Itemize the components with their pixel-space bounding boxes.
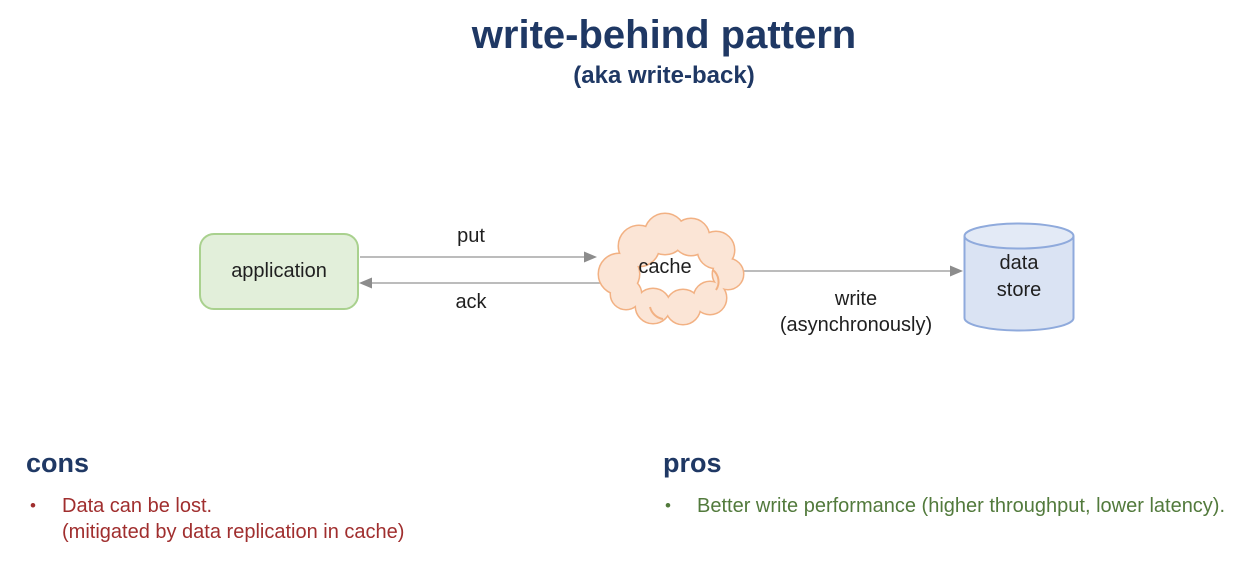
write-arrow-label: write (asynchronously): [780, 286, 932, 338]
page-subtitle: (aka write-back): [573, 62, 755, 89]
write-arrow-label-line1: write: [834, 288, 878, 310]
pros-bullet-text: Better write performance (higher through…: [697, 493, 1225, 519]
application-label: application: [231, 260, 327, 282]
put-arrow-label: put: [457, 225, 485, 247]
ack-arrow-label: ack: [455, 291, 487, 313]
cons-bullet-line1: Data can be lost.: [62, 495, 213, 517]
arrow-put: [360, 251, 597, 263]
cons-bullet-icon: •: [30, 496, 36, 515]
cache-label: cache: [638, 256, 692, 278]
arrow-write: [741, 265, 963, 277]
application-node: application: [199, 233, 359, 310]
write-arrow-label-line2: (asynchronously): [779, 314, 933, 336]
datastore-label-line1: data: [999, 252, 1039, 274]
cons-bullet-item: • Data can be lost. (mitigated by data r…: [30, 493, 404, 545]
cons-heading: cons: [26, 448, 90, 478]
page-title: write-behind pattern: [471, 13, 857, 57]
slide-header: write-behind pattern (aka write-back): [472, 12, 856, 90]
pros-bullet-icon: •: [665, 496, 671, 515]
pros-bullet-line1: Better write performance (higher through…: [697, 495, 1226, 517]
arrow-ack: [359, 277, 604, 289]
pros-bullet-item: • Better write performance (higher throu…: [665, 493, 1225, 519]
pros-heading: pros: [663, 448, 722, 478]
datastore-label-line2: store: [996, 279, 1042, 301]
datastore-label: data store: [997, 250, 1041, 304]
cons-bullet-text: Data can be lost. (mitigated by data rep…: [62, 493, 404, 545]
cons-bullet-line2: (mitigated by data replication in cache): [62, 521, 405, 543]
